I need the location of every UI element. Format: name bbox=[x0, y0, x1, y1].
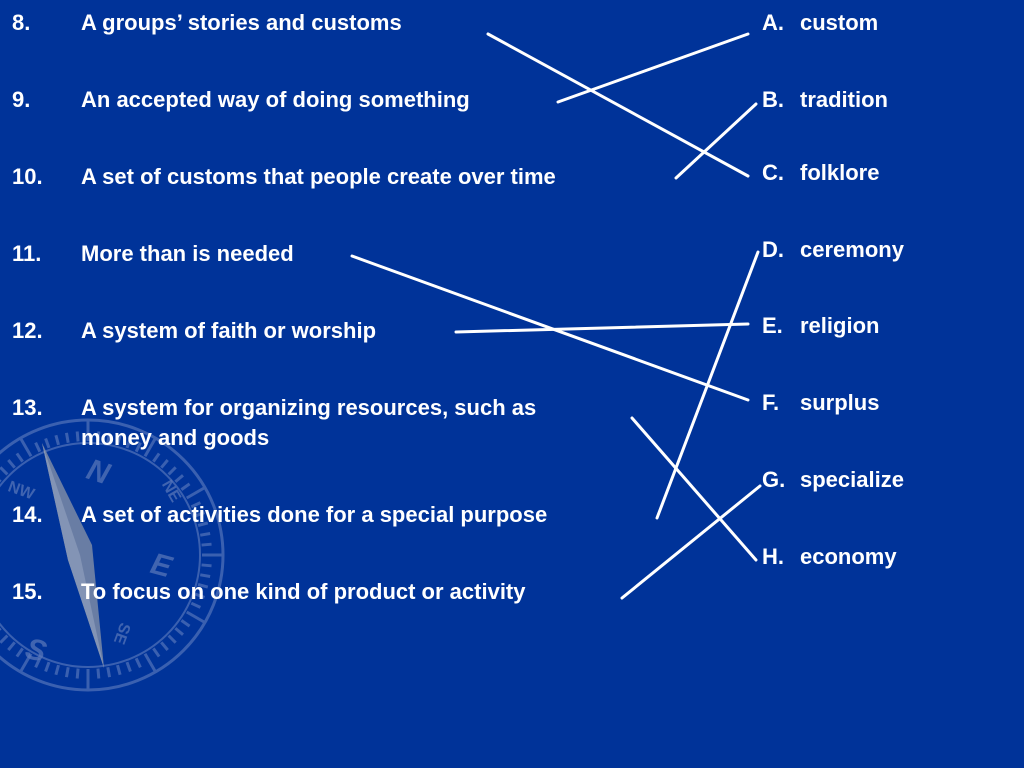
compass-tick bbox=[190, 501, 202, 509]
compass-tick bbox=[180, 482, 191, 491]
compass-tick bbox=[34, 657, 42, 669]
compass-tick bbox=[116, 434, 122, 446]
compass-tick bbox=[106, 667, 112, 678]
question-text: A groups’ stories and customs bbox=[81, 10, 402, 35]
compass-tick bbox=[194, 592, 206, 599]
compass-tick bbox=[185, 610, 205, 624]
compass-needle bbox=[42, 443, 104, 668]
answer-letter: A. bbox=[762, 10, 784, 35]
compass-tick bbox=[201, 542, 212, 547]
compass-tick bbox=[116, 664, 122, 676]
compass-tick bbox=[200, 531, 211, 537]
compass-tick bbox=[96, 431, 101, 442]
compass-tick bbox=[125, 437, 132, 449]
compass-tick bbox=[194, 511, 206, 518]
compass-tick bbox=[0, 479, 2, 483]
compass-tick bbox=[7, 641, 16, 651]
answer-word: religion bbox=[800, 313, 880, 338]
question-text: An accepted way of doing something bbox=[81, 87, 470, 112]
compass-tick bbox=[64, 432, 70, 443]
compass-tick bbox=[152, 647, 161, 658]
compass-tick bbox=[197, 583, 209, 589]
compass-tick bbox=[75, 668, 80, 679]
compass-tick bbox=[54, 434, 60, 446]
compass-tick bbox=[167, 466, 177, 476]
question-number: 15. bbox=[12, 579, 43, 604]
answer-letter: D. bbox=[762, 237, 784, 262]
question-number: 13. bbox=[12, 395, 43, 420]
compass-tick bbox=[44, 437, 51, 449]
compass-tick bbox=[0, 634, 9, 644]
compass-tick bbox=[197, 521, 209, 527]
compass-tick bbox=[96, 668, 101, 679]
answer-word: folklore bbox=[800, 160, 880, 185]
answer-letter: B. bbox=[762, 87, 784, 112]
question-number: 10. bbox=[12, 164, 43, 189]
compass-tick bbox=[7, 459, 16, 469]
compass-tick bbox=[174, 627, 184, 636]
compass-tick bbox=[201, 563, 212, 568]
compass-tick bbox=[15, 647, 24, 658]
question-text-continued: money and goods bbox=[81, 425, 270, 450]
compass-tick bbox=[185, 486, 205, 500]
compass-tick bbox=[160, 459, 169, 469]
question-text: A system of faith or worship bbox=[81, 318, 377, 343]
question-text: More than is needed bbox=[81, 241, 294, 266]
question-text: A set of activities done for a special p… bbox=[81, 502, 548, 527]
answer-letter: F. bbox=[762, 390, 780, 415]
question-number: 9. bbox=[12, 87, 31, 112]
compass-tick bbox=[34, 441, 42, 453]
compass-tick bbox=[152, 452, 161, 463]
compass-tick bbox=[143, 652, 157, 672]
question-text: A set of customs that people create over… bbox=[81, 164, 556, 189]
question-number: 12. bbox=[12, 318, 43, 343]
compass-tick bbox=[106, 432, 112, 443]
compass-tick bbox=[180, 619, 191, 628]
compass-tick bbox=[75, 431, 80, 442]
compass-tick bbox=[54, 664, 60, 676]
compass-tick bbox=[44, 661, 51, 673]
answer-letter: E. bbox=[762, 313, 783, 338]
answer-word: specialize bbox=[800, 467, 904, 492]
answer-word: surplus bbox=[800, 390, 880, 415]
question-text: To focus on one kind of product or activ… bbox=[81, 579, 526, 604]
question-number: 11. bbox=[12, 241, 42, 266]
answer-word: tradition bbox=[800, 87, 888, 112]
compass-tick bbox=[125, 661, 132, 673]
answer-word: ceremony bbox=[800, 237, 904, 262]
compass-tick bbox=[0, 466, 9, 476]
compass-tick bbox=[160, 641, 169, 651]
question-number: 14. bbox=[12, 502, 43, 527]
compass-tick bbox=[143, 438, 157, 458]
compass-tick bbox=[19, 438, 33, 458]
compass-tick bbox=[200, 573, 211, 579]
compass-tick bbox=[134, 441, 142, 453]
compass-tick bbox=[19, 652, 33, 672]
question-text: A system for organizing resources, such … bbox=[81, 395, 537, 420]
compass-tick bbox=[174, 474, 184, 483]
compass-tick bbox=[134, 657, 142, 669]
compass-tick bbox=[64, 667, 70, 678]
compass-label-n: N bbox=[83, 453, 115, 491]
answer-letter: C. bbox=[762, 160, 784, 185]
answer-letter: G. bbox=[762, 467, 786, 492]
answer-letter: H. bbox=[762, 544, 784, 569]
answer-word: economy bbox=[800, 544, 897, 569]
compass-tick bbox=[190, 601, 202, 609]
answer-word: custom bbox=[800, 10, 879, 35]
question-number: 8. bbox=[12, 10, 31, 35]
compass-tick bbox=[15, 452, 24, 463]
compass-tick bbox=[167, 634, 177, 644]
compass-tick bbox=[0, 627, 2, 631]
compass-label-s: S bbox=[22, 632, 50, 669]
compass-label-se: SE bbox=[110, 620, 133, 646]
